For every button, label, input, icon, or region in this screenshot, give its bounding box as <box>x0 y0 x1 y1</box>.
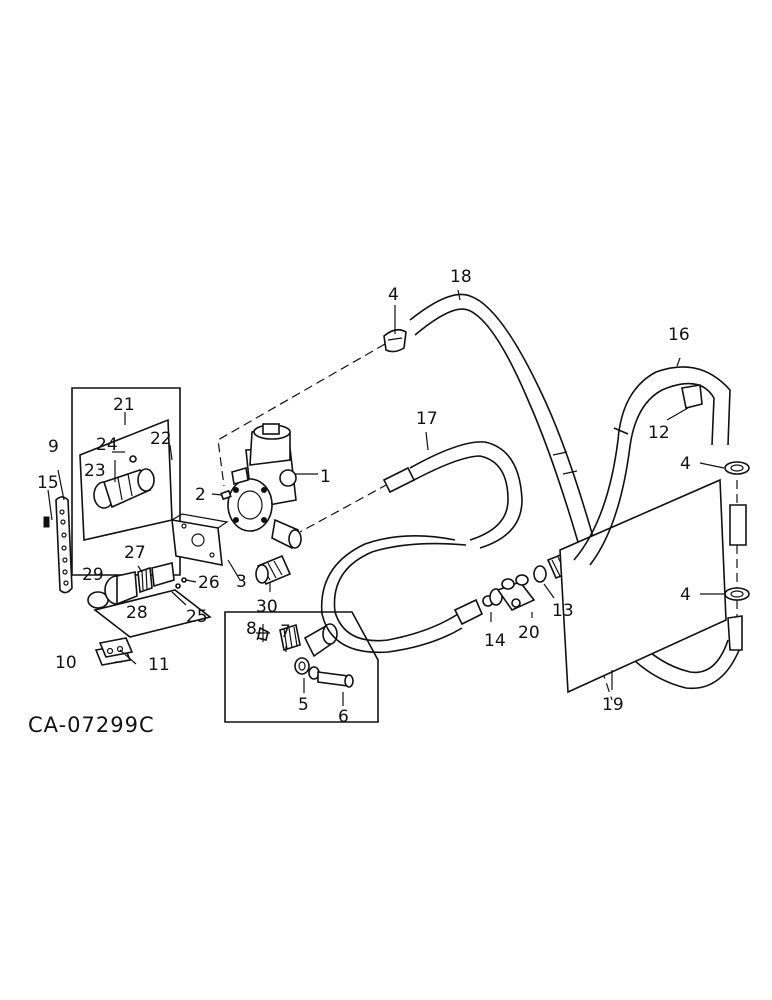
callout-6: 6 <box>338 707 349 727</box>
callout-21: 21 <box>113 395 135 415</box>
callout-26: 26 <box>198 573 220 593</box>
hose-17 <box>320 441 523 654</box>
drawing-code: CA-07299C <box>28 713 155 737</box>
callout-30: 30 <box>256 597 278 617</box>
callout-7: 7 <box>280 622 291 642</box>
callout-4-right-upper: 4 <box>680 454 691 474</box>
callout-4-right-lower: 4 <box>680 585 691 605</box>
leader-lines <box>47 289 725 706</box>
hose-16 <box>573 366 747 651</box>
callout-9: 9 <box>48 437 59 457</box>
callout-19: 19 <box>602 695 624 715</box>
callout-11: 11 <box>148 655 170 675</box>
callout-15: 15 <box>37 473 59 493</box>
callout-29: 29 <box>82 565 104 585</box>
callout-23: 23 <box>84 461 106 481</box>
callout-27: 27 <box>124 543 146 563</box>
oil-cooler-19 <box>559 478 727 694</box>
callouts: 1 2 3 4 4 4 5 6 7 8 9 10 11 12 13 14 15 … <box>37 267 691 727</box>
callout-20: 20 <box>518 623 540 643</box>
callout-25: 25 <box>186 607 208 627</box>
valve-parts-group <box>87 562 212 638</box>
plates-10-11 <box>94 637 134 666</box>
callout-5: 5 <box>298 695 309 715</box>
callout-2: 2 <box>195 485 206 505</box>
callout-1: 1 <box>320 467 331 487</box>
mounting-bracket-3 <box>171 513 229 566</box>
pump-part-1 <box>227 423 302 550</box>
clamp-4-right-lower <box>724 587 750 601</box>
clamp-4-right-upper <box>724 461 750 475</box>
callout-18: 18 <box>450 267 472 287</box>
hose-18 <box>409 293 741 690</box>
pin-part-2 <box>220 489 232 501</box>
callout-14: 14 <box>484 631 506 651</box>
callout-13: 13 <box>552 601 574 621</box>
inset-box-5-8 <box>224 611 379 723</box>
callout-4-top: 4 <box>388 285 399 305</box>
callout-8: 8 <box>246 619 257 639</box>
strap-part-9 <box>43 496 73 594</box>
callout-10: 10 <box>55 653 77 673</box>
clamp-4-upper <box>383 328 407 353</box>
fitting-part-30 <box>255 554 292 586</box>
callout-3: 3 <box>236 572 247 592</box>
callout-28: 28 <box>126 603 148 623</box>
callout-17: 17 <box>416 409 438 429</box>
callout-16: 16 <box>668 325 690 345</box>
callout-24: 24 <box>96 435 118 455</box>
callout-12: 12 <box>648 423 670 443</box>
callout-22: 22 <box>150 429 172 449</box>
